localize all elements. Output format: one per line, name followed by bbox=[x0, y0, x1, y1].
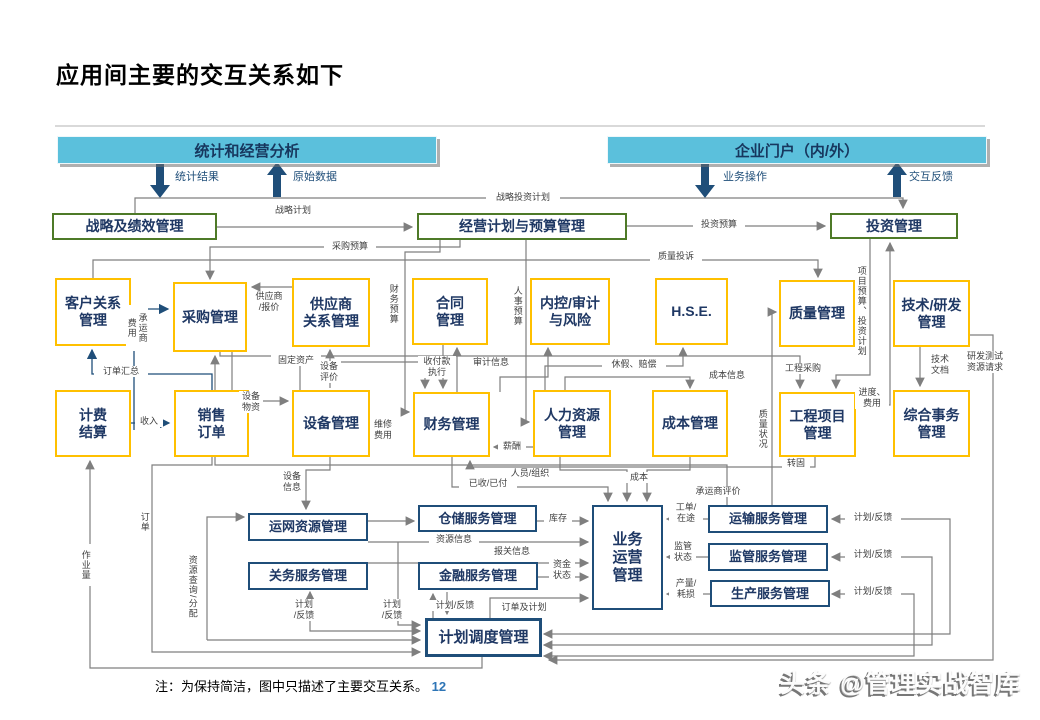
edge-label-supplier-quote: 供应商 /报价 bbox=[249, 291, 289, 313]
edge-label-finance-budget: 财务预算 bbox=[388, 276, 399, 332]
portal-arrows bbox=[150, 162, 907, 198]
watermark: 头条 @管理实战智库 bbox=[780, 670, 1022, 698]
edge-label-cost-info: 成本信息 bbox=[702, 370, 752, 381]
edge-label-cost: 成本 bbox=[625, 472, 653, 483]
edge-label-resource-info: 资源信息 bbox=[429, 534, 479, 545]
box-engineering-project-mgmt: 工程项目 管理 bbox=[779, 392, 856, 457]
arrow-up-icon bbox=[267, 162, 287, 197]
edge-label-quality-complaint: 质量投诉 bbox=[650, 251, 702, 262]
edge-label-work-order-transit: 工单/ 在途 bbox=[669, 502, 703, 524]
box-billing-settlement: 计费 结算 bbox=[55, 390, 131, 457]
edge-label-order-and-plan: 订单及计划 bbox=[493, 602, 555, 613]
header-bar-enterprise-portal: 企业门户（内/外） bbox=[607, 136, 987, 164]
arrow-down-icon bbox=[150, 163, 170, 198]
edge-label-fund-status: 资金 状态 bbox=[549, 559, 575, 581]
box-finance-mgmt: 财务管理 bbox=[413, 392, 490, 457]
edge-label-payment-execution: 收付款 执行 bbox=[418, 356, 456, 378]
box-investment-mgmt: 投资管理 bbox=[830, 213, 958, 239]
page-number: 12 bbox=[431, 679, 447, 694]
box-customs-service-mgmt: 关务服务管理 bbox=[248, 562, 368, 590]
box-transport-service-mgmt: 运输服务管理 bbox=[708, 505, 828, 533]
box-plan-dispatch-mgmt: 计划调度管理 bbox=[425, 618, 542, 657]
box-customer-relationship-mgmt: 客户关系 管理 bbox=[55, 278, 131, 346]
edge-label-strategic-plan: 战略计划 bbox=[267, 205, 319, 216]
edge-label-tech-docs: 技术 文档 bbox=[927, 354, 953, 376]
edge-label-carrier-fee: 承运商 费用 bbox=[126, 305, 148, 351]
edge-label-plan-feedback-financial: 计划/反馈 bbox=[427, 600, 483, 611]
edge-label-engineering-procurement: 工程采购 bbox=[778, 363, 828, 374]
label-stat-result: 统计结果 bbox=[175, 171, 219, 183]
edge-label-customs-info: 报关信息 bbox=[487, 546, 537, 557]
box-warehouse-service-mgmt: 仓储服务管理 bbox=[418, 505, 537, 532]
box-hr-mgmt: 人力资源 管理 bbox=[533, 390, 611, 457]
edge-label-equipment-info: 设备 信息 bbox=[280, 471, 304, 493]
edge-label-order: 订单 bbox=[139, 507, 150, 537]
edge-label-investment-budget: 投资预算 bbox=[693, 219, 745, 230]
box-procurement-mgmt: 采购管理 bbox=[173, 282, 247, 352]
edge-label-rd-test-request: 研发测试 资源请求 bbox=[959, 351, 1011, 373]
edge-label-workload: 作业量 bbox=[80, 544, 91, 586]
box-network-resource-mgmt: 运网资源管理 bbox=[248, 513, 368, 541]
box-contract-mgmt: 合同 管理 bbox=[412, 278, 488, 345]
edge-label-supervision-status: 监管 状态 bbox=[670, 541, 696, 563]
edge-label-equipment-materials: 设备 物资 bbox=[239, 391, 263, 413]
edge-label-procurement-budget: 采购预算 bbox=[324, 241, 376, 252]
box-business-operation-mgmt: 业务 运营 管理 bbox=[592, 505, 663, 610]
label-biz-operation: 业务操作 bbox=[723, 171, 767, 183]
box-cost-mgmt: 成本管理 bbox=[652, 390, 728, 457]
arrow-down-icon bbox=[695, 163, 715, 198]
edge-label-strategic-investment-plan: 战略投资计划 bbox=[486, 192, 560, 203]
edge-label-carrier-evaluation: 承运商评价 bbox=[686, 486, 750, 497]
edge-label-plan-feedback-customs: 计划 /反馈 bbox=[288, 599, 320, 621]
header-bar-statistics-analysis: 统计和经营分析 bbox=[57, 136, 437, 164]
edge-label-audit-info: 审计信息 bbox=[466, 357, 516, 368]
edge-label-fixed-assets: 固定资产 bbox=[271, 355, 321, 366]
edge-label-hr-budget: 人事预算 bbox=[512, 278, 523, 334]
box-tech-rd-mgmt: 技术/研发 管理 bbox=[893, 280, 970, 347]
edge-label-plan-feedback-transport: 计划/反馈 bbox=[845, 512, 901, 523]
box-financial-service-mgmt: 金融服务管理 bbox=[418, 562, 538, 590]
edge-label-revenue: 收入 bbox=[135, 416, 163, 427]
footnote-text: 注：为保持简洁，图中只描述了主要交互关系。 bbox=[155, 679, 429, 694]
edge-label-repair-fee: 维修 费用 bbox=[370, 419, 396, 441]
edge-label-output-loss: 产量/ 耗损 bbox=[669, 578, 703, 600]
label-raw-data: 原始数据 bbox=[293, 171, 337, 183]
edge-label-personnel-org: 人员/组织 bbox=[501, 468, 559, 479]
box-strategy-performance-mgmt: 战略及绩效管理 bbox=[52, 213, 217, 240]
box-sales-order: 销售 订单 bbox=[174, 390, 249, 457]
edge-label-inventory: 库存 bbox=[544, 513, 572, 524]
edge-label-order-summary: 订单汇总 bbox=[94, 366, 148, 377]
edge-label-salary: 薪酬 bbox=[498, 441, 526, 452]
edge-label-plan-feedback-supervision: 计划/反馈 bbox=[845, 549, 901, 560]
arrow-up-icon bbox=[887, 162, 907, 197]
box-business-plan-budget-mgmt: 经营计划与预算管理 bbox=[417, 213, 627, 240]
edge-label-progress-cost: 进度、 费用 bbox=[855, 387, 889, 409]
box-equipment-mgmt: 设备管理 bbox=[292, 390, 370, 457]
edge-label-plan-feedback-production: 计划/反馈 bbox=[845, 586, 901, 597]
footnote: 注：为保持简洁，图中只描述了主要交互关系。 12 bbox=[155, 676, 446, 695]
label-interaction-feedback: 交互反馈 bbox=[909, 171, 953, 183]
edge-label-resource-query-alloc: 资源查询/分配 bbox=[187, 531, 198, 643]
box-quality-mgmt: 质量管理 bbox=[779, 280, 855, 347]
edge-label-quality-status: 质量状况 bbox=[757, 400, 768, 458]
box-supervision-service-mgmt: 监管服务管理 bbox=[708, 543, 828, 571]
box-supplier-relationship-mgmt: 供应商 关系管理 bbox=[292, 278, 370, 347]
edge-label-received-paid: 已收/已付 bbox=[459, 478, 517, 489]
box-production-service-mgmt: 生产服务管理 bbox=[710, 580, 830, 607]
box-internal-control-audit-risk: 内控/审计 与风险 bbox=[530, 278, 610, 345]
edge-label-leave-compensation: 休假、赔偿 bbox=[602, 359, 666, 370]
page-title: 应用间主要的交互关系如下 bbox=[56, 62, 344, 88]
box-general-affairs-mgmt: 综合事务 管理 bbox=[893, 390, 970, 457]
edge-label-plan-feedback-warehouse: 计划 /反馈 bbox=[376, 599, 408, 621]
edge-label-transfer-fixed: 转固 bbox=[782, 458, 810, 469]
edge-label-project-budget-invest-plan: 项目预算、投资计划 bbox=[856, 257, 867, 365]
edge-label-equipment-evaluation: 设备 评价 bbox=[317, 361, 341, 383]
box-hse: H.S.E. bbox=[655, 278, 728, 345]
